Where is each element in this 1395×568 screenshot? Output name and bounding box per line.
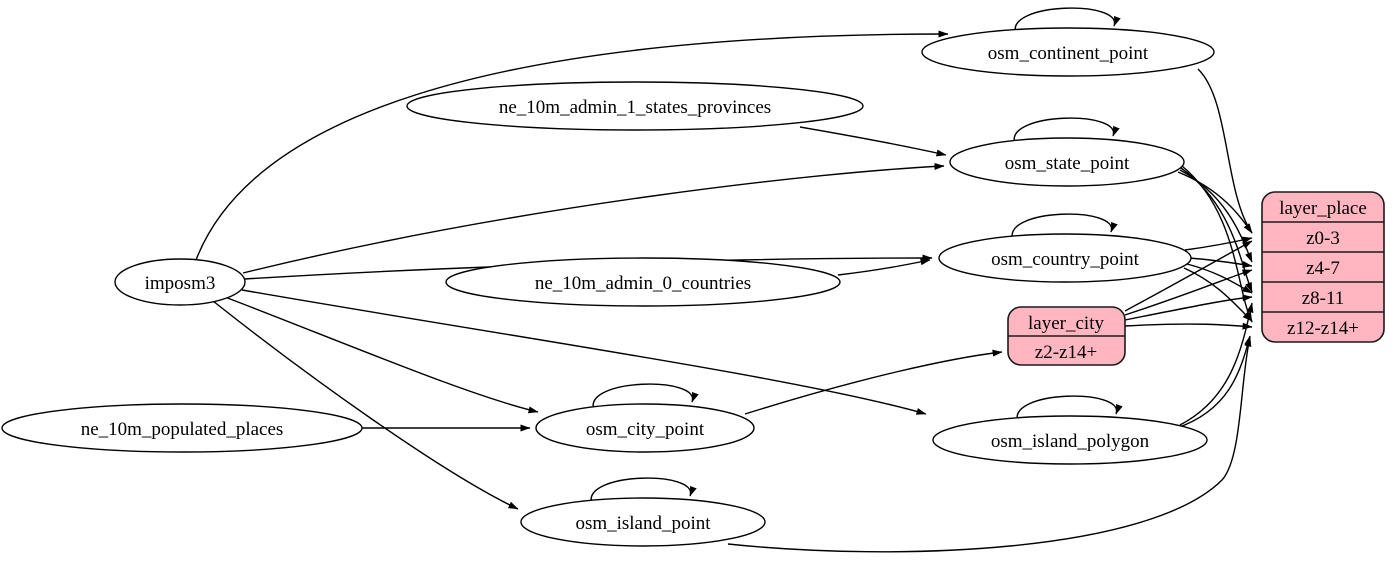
node-osm_country_point: osm_country_point [938, 233, 1192, 283]
node-ne_10m_populated_places: ne_10m_populated_places [1, 403, 363, 453]
self-loop-osm_city_point [592, 383, 699, 411]
edge-osm_country_point-z12-z14 [1183, 267, 1253, 322]
self-loop-osm_continent_point [1014, 7, 1121, 35]
edge-osm_city_point-layer_city-z2 [744, 349, 1003, 415]
layer_place-row-z12-z14: z12-z14+ [1287, 318, 1359, 339]
edge-osm_state_point-z4-7 [1179, 169, 1253, 263]
layer_place-row-z8-11: z8-11 [1302, 288, 1345, 309]
osm_state_point-ellipse [949, 137, 1185, 187]
osm_continent_point-label: osm_continent_point [988, 43, 1149, 64]
ne_10m_admin_1_states_provinces-label: ne_10m_admin_1_states_provinces [499, 97, 771, 118]
edge-imposm3-osm_island_point [212, 300, 519, 510]
osm_state_point-label: osm_state_point [1005, 153, 1130, 174]
osm_country_point-label: osm_country_point [991, 249, 1139, 270]
imposm3-ellipse [114, 258, 246, 306]
layer_place-title: layer_place [1279, 198, 1367, 219]
edge-osm_country_point-z0-3 [1184, 236, 1253, 251]
layer_place-row-z0-3: z0-3 [1306, 228, 1340, 249]
edge-imposm3-osm_state_point [242, 162, 945, 274]
edge-osm_continent_point-z0-3 [1197, 68, 1253, 234]
layer_city-row-z2-z14: z2-z14+ [1035, 342, 1097, 363]
osm_island_polygon-label: osm_island_polygon [991, 431, 1150, 452]
node-imposm3: imposm3 [114, 258, 246, 306]
edge-layer_city-z12-z14 [1124, 322, 1253, 330]
edge-ne_10m_admin_0_countries-osm_country_point [837, 258, 931, 276]
node-osm_island_polygon: osm_island_polygon [932, 415, 1208, 465]
node-osm_city_point: osm_city_point [535, 403, 755, 453]
edge-osm_island_point-z12-z14 [727, 336, 1252, 553]
edge-layer_city-z4-7 [1124, 269, 1253, 316]
node-osm_island_point: osm_island_point [520, 497, 766, 547]
edge-osm_country_point-z8-11 [1186, 263, 1253, 294]
edges [195, 7, 1254, 553]
ne_10m_admin_1_states_provinces-ellipse [406, 81, 864, 131]
ne_10m_admin_0_countries-ellipse [445, 257, 841, 307]
osm_island_polygon-ellipse [932, 415, 1208, 465]
imposm3-label: imposm3 [145, 273, 216, 294]
osm_city_point-ellipse [535, 403, 755, 453]
node-osm_continent_point: osm_continent_point [921, 27, 1215, 77]
ne_10m_populated_places-ellipse [1, 403, 363, 453]
edge-imposm3-osm_city_point [224, 296, 539, 414]
osm_continent_point-ellipse [921, 27, 1215, 77]
node-osm_state_point: osm_state_point [949, 137, 1185, 187]
node-ne_10m_admin_1_states_provinces: ne_10m_admin_1_states_provinces [406, 81, 864, 131]
edge-osm_country_point-z4-7 [1188, 257, 1253, 268]
node-ne_10m_admin_0_countries: ne_10m_admin_0_countries [445, 257, 841, 307]
edge-imposm3-osm_continent_point [195, 30, 949, 261]
layer_place-row-z4-7: z4-7 [1306, 258, 1340, 279]
ne_10m_admin_0_countries-label: ne_10m_admin_0_countries [535, 273, 751, 294]
edge-osm_state_point-z0-3 [1177, 171, 1253, 234]
edge-imposm3-osm_island_polygon [241, 289, 927, 415]
node-layer_place: layer_place z0-3 z4-7 z8-11 z12-z14+ [1261, 191, 1385, 343]
edge-ne_10m_admin_1_states_provinces-osm_state_point [799, 126, 947, 157]
layer_city-title: layer_city [1028, 313, 1104, 334]
self-loop-osm_island_polygon [1016, 395, 1123, 423]
osm_country_point-ellipse [938, 233, 1192, 283]
self-loop-osm_country_point [1011, 213, 1118, 241]
self-loop-osm_island_point [590, 477, 697, 505]
osm_city_point-label: osm_city_point [586, 419, 705, 440]
edge-osm_island_polygon-z12-z14 [1176, 335, 1251, 429]
osm_island_point-label: osm_island_point [575, 513, 711, 534]
self-loop-osm_state_point [1013, 117, 1120, 145]
edge-layer_city-z0-3 [1124, 240, 1253, 312]
layer_place-box [1261, 191, 1385, 343]
edge-layer_city-z8-11 [1124, 294, 1253, 321]
osm_island_point-ellipse [520, 497, 766, 547]
ne_10m_populated_places-label: ne_10m_populated_places [81, 419, 284, 440]
edge-osm_island_polygon-z8-11 [1179, 302, 1254, 426]
node-layer_city: layer_city z2-z14+ [1007, 306, 1126, 366]
